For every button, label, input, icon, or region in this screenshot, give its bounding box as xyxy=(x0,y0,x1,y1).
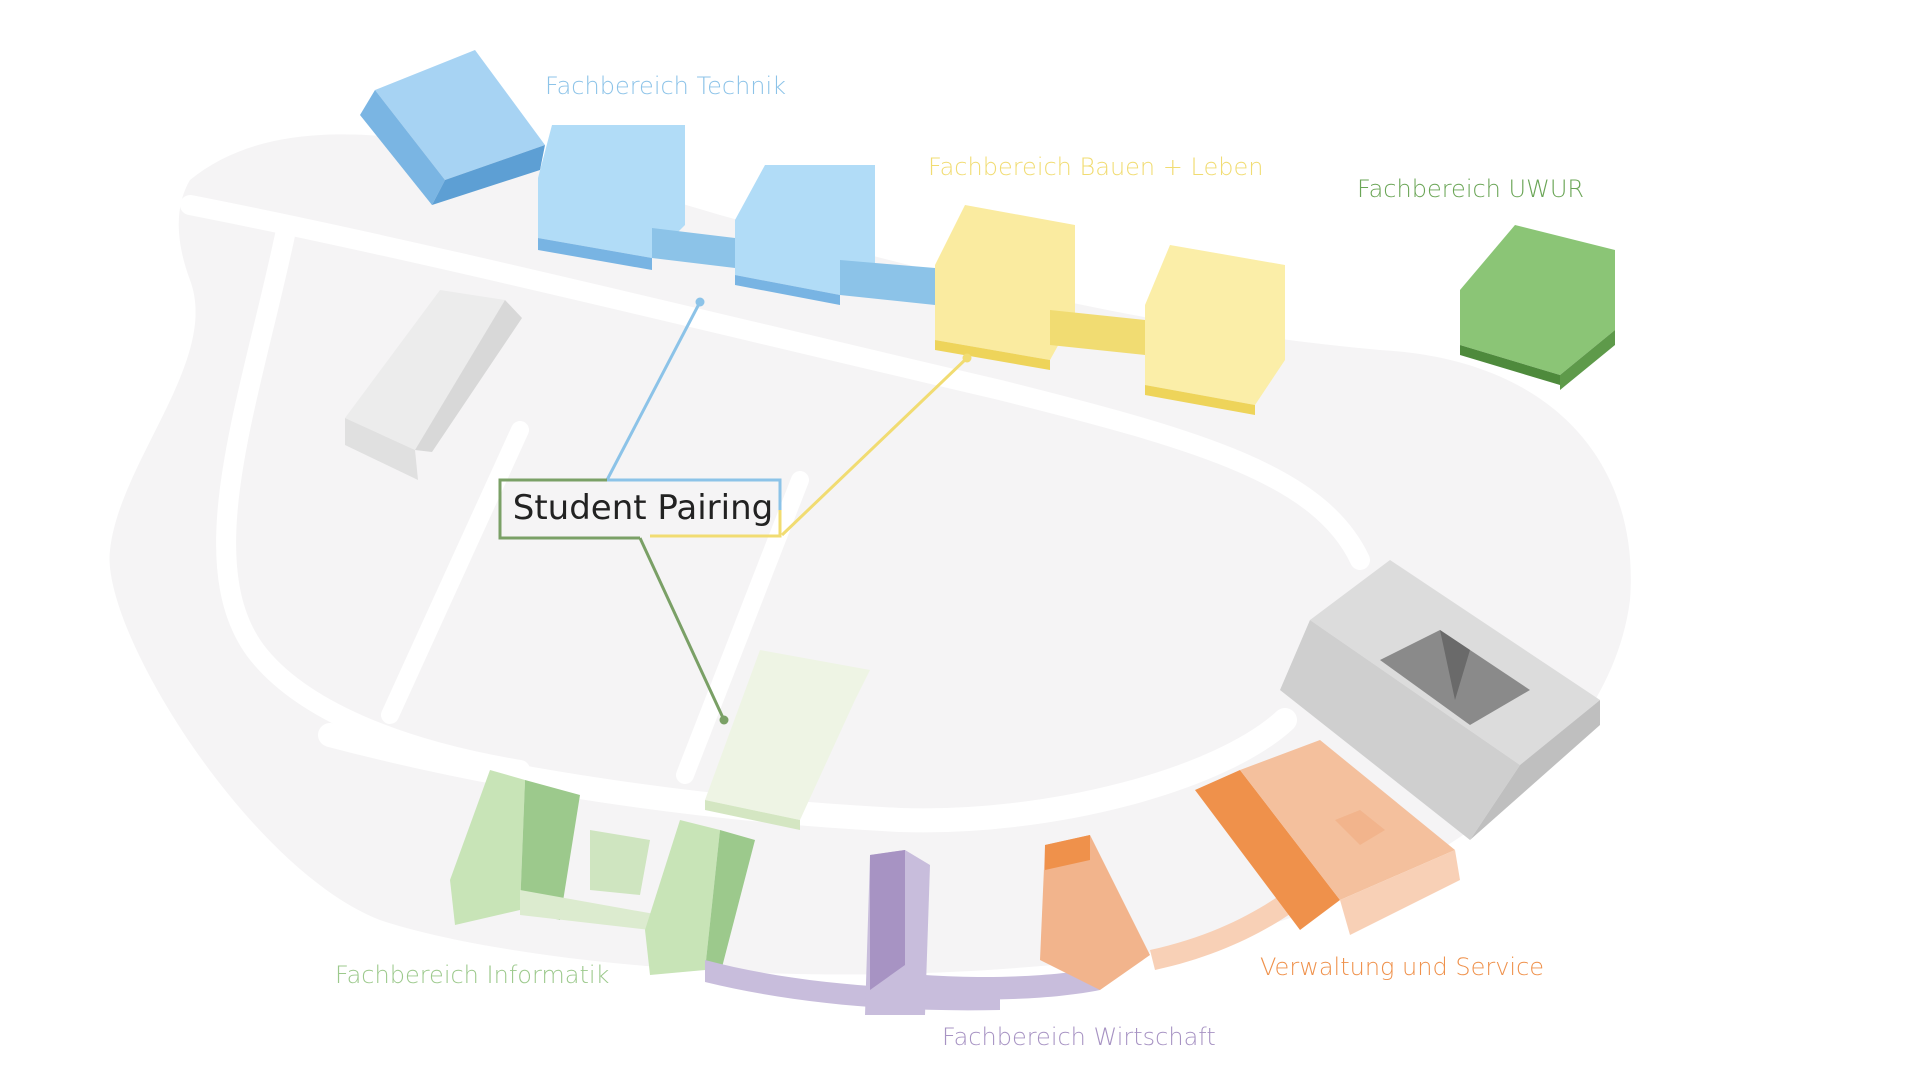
buildings-verwaltung xyxy=(1040,740,1460,990)
road-inner-1 xyxy=(381,421,529,724)
label-bauen: Fachbereich Bauen + Leben xyxy=(928,153,1263,181)
building-grey-west xyxy=(345,290,522,480)
label-uwur: Fachbereich UWUR xyxy=(1357,175,1584,203)
label-wirtschaft: Fachbereich Wirtschaft xyxy=(942,1023,1216,1051)
road-north xyxy=(180,195,1370,570)
student-pairing-label: Student Pairing xyxy=(513,488,773,528)
buildings-wirtschaft xyxy=(705,850,1100,1015)
buildings-bauen xyxy=(935,205,1285,415)
building-grey-library xyxy=(1280,560,1600,840)
buildings-technik xyxy=(360,50,935,305)
buildings-informatik xyxy=(450,650,870,975)
campus-roads xyxy=(180,195,1370,833)
road-south xyxy=(318,708,1297,833)
student-pairing-frame xyxy=(498,478,782,540)
label-technik: Fachbereich Technik xyxy=(545,72,786,100)
label-verwaltung: Verwaltung und Service xyxy=(1260,953,1544,981)
label-informatik: Fachbereich Informatik xyxy=(335,961,610,989)
buildings-uwur xyxy=(1460,225,1615,390)
pairing-connectors xyxy=(605,297,972,725)
